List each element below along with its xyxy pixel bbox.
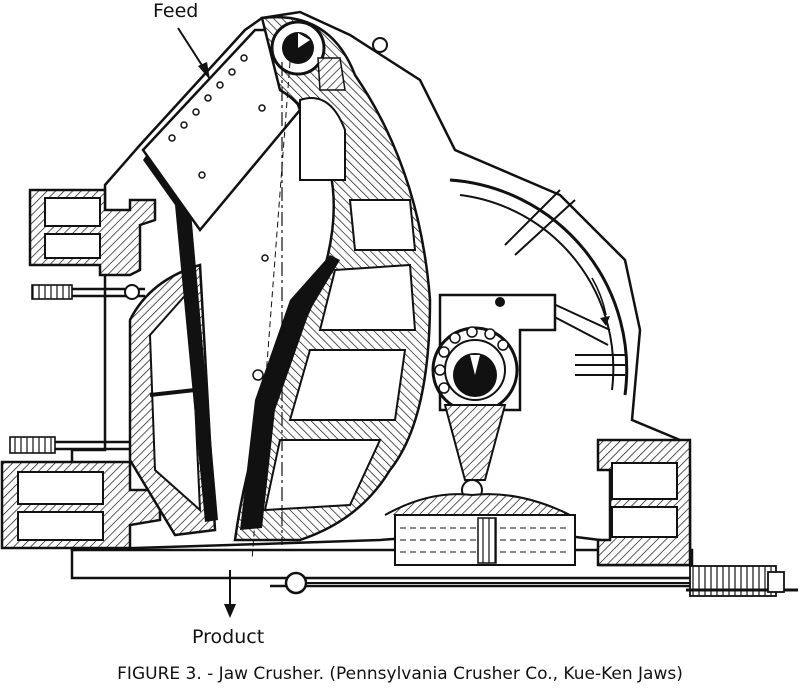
feed-label: Feed <box>153 0 199 22</box>
eccentric-housing <box>431 293 557 414</box>
right-housing <box>596 438 692 567</box>
spring-block <box>394 514 576 566</box>
product-arrow <box>224 570 236 618</box>
upper-tension-rod <box>31 284 145 300</box>
swing-path-line <box>251 61 291 561</box>
fixed-jaw <box>128 150 218 537</box>
base-frame <box>70 548 694 588</box>
swing-jaw <box>233 15 432 542</box>
tension-spring-rod <box>284 565 798 597</box>
lower-left-bracket <box>0 460 162 550</box>
upper-left-bracket <box>28 188 157 277</box>
figure-caption: FIGURE 3. - Jaw Crusher. (Pennsylvania C… <box>117 664 683 684</box>
feed-arrow <box>177 27 210 80</box>
product-label: Product <box>192 626 265 648</box>
toggle-link <box>384 404 571 516</box>
